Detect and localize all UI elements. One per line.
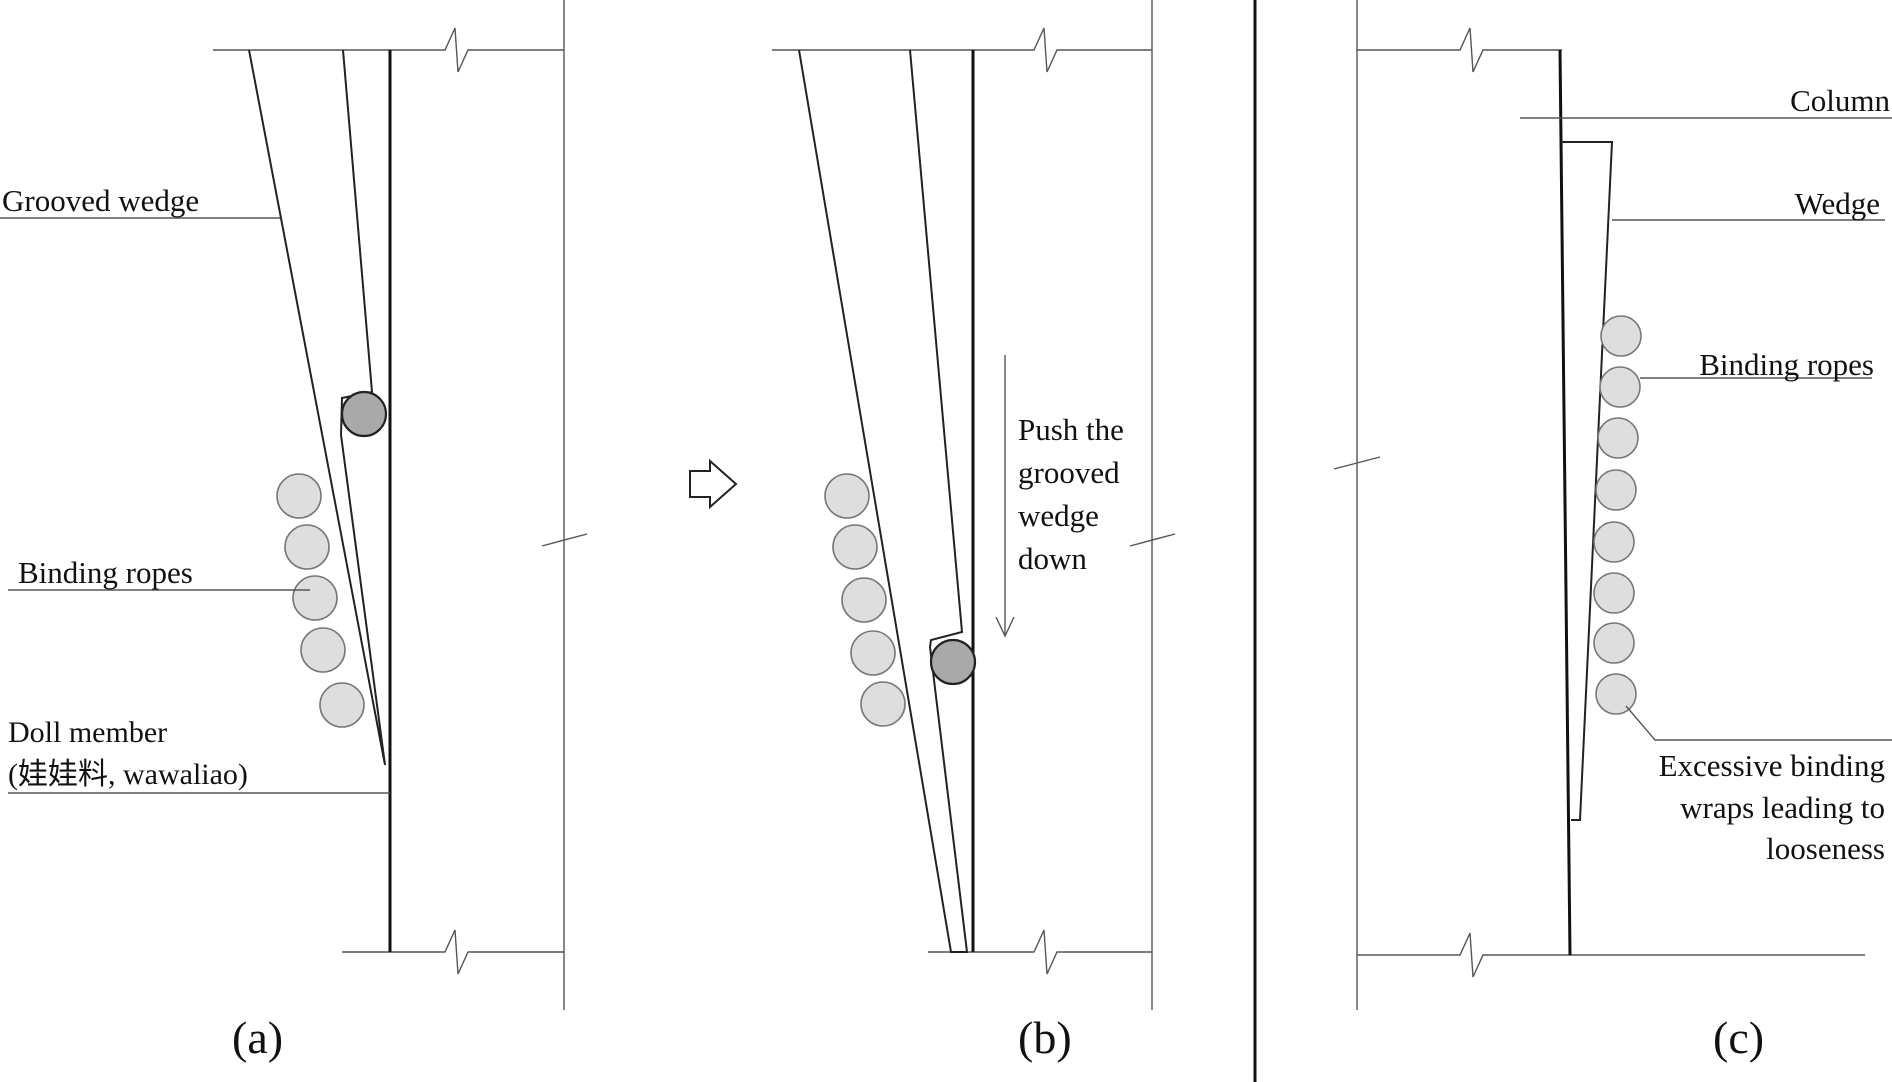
binding-rope-circle <box>1593 521 1635 563</box>
caption-a: (a) <box>232 1012 283 1063</box>
top-frame-line-c <box>1357 27 1562 73</box>
bottom-frame-line-b <box>928 929 1152 975</box>
binding-rope-circle <box>276 473 322 519</box>
hollow-right-arrow-icon <box>689 458 738 510</box>
top-frame-line-b <box>772 27 1152 73</box>
wedge-label: Wedge <box>1795 186 1880 221</box>
top-frame-line-a <box>213 27 564 73</box>
binding-rope-circle <box>319 682 365 728</box>
wedge-c <box>1561 141 1614 821</box>
panel-b: Push the grooved wedge down (b) <box>772 0 1176 1063</box>
doll-member-label-line2: (娃娃料, wawaliao) <box>8 758 248 791</box>
excessive-wraps-note-line1: Excessive binding <box>1659 748 1885 783</box>
grooved-wedge-b <box>798 49 969 953</box>
binding-rope-circle <box>292 575 338 621</box>
binding-rope-circle <box>1593 572 1635 614</box>
push-text-line1: Push the <box>1018 412 1124 447</box>
right-frame-line-a <box>541 0 588 1010</box>
panel-a: Grooved wedge Binding ropes Doll member … <box>0 0 588 1063</box>
right-frame-line-b <box>1129 0 1176 1010</box>
panel-c: Column Wedge Binding ropes Excessive bin… <box>1333 0 1892 1063</box>
excessive-wraps-note-line2: wraps leading to <box>1680 790 1885 825</box>
binding-rope-circle <box>850 630 896 676</box>
binding-rope-circle <box>1593 622 1635 664</box>
push-text-line3: wedge <box>1018 498 1099 533</box>
push-text-line4: down <box>1018 541 1087 576</box>
push-down-arrow-head <box>995 616 1015 638</box>
binding-rope-circle <box>1599 366 1641 408</box>
bottom-frame-line-a <box>342 929 564 975</box>
binding-rope-circle <box>860 681 906 727</box>
column-line <box>1558 49 1572 956</box>
binding-rope-circle <box>824 473 870 519</box>
excessive-wraps-note-line3: looseness <box>1766 831 1885 866</box>
binding-rope-circle <box>284 524 330 570</box>
caption-c: (c) <box>1713 1012 1764 1063</box>
caption-b: (b) <box>1018 1012 1072 1063</box>
binding-rope-circle <box>1595 469 1637 511</box>
binding-rope-circle <box>832 524 878 570</box>
binding-rope-circle <box>300 627 346 673</box>
grooved-wedge-label: Grooved wedge <box>2 183 199 218</box>
binding-rope-circle <box>1595 673 1637 715</box>
binding-rope-circle <box>1600 315 1642 357</box>
rod-circle-a <box>340 390 388 438</box>
doll-member-label-line1: Doll member <box>8 716 167 749</box>
left-frame-line-c <box>1333 0 1381 1010</box>
binding-rope-circle <box>1597 417 1639 459</box>
leader-excessive-wraps <box>1625 705 1892 741</box>
push-text-line2: grooved <box>1018 455 1120 490</box>
column-label: Column <box>1790 83 1890 118</box>
bottom-frame-line-c <box>1357 932 1865 978</box>
binding-ropes-label-a: Binding ropes <box>18 555 193 590</box>
binding-ropes-label-c: Binding ropes <box>1699 347 1874 382</box>
binding-rope-circle <box>841 577 887 623</box>
rod-circle-b <box>929 638 977 686</box>
